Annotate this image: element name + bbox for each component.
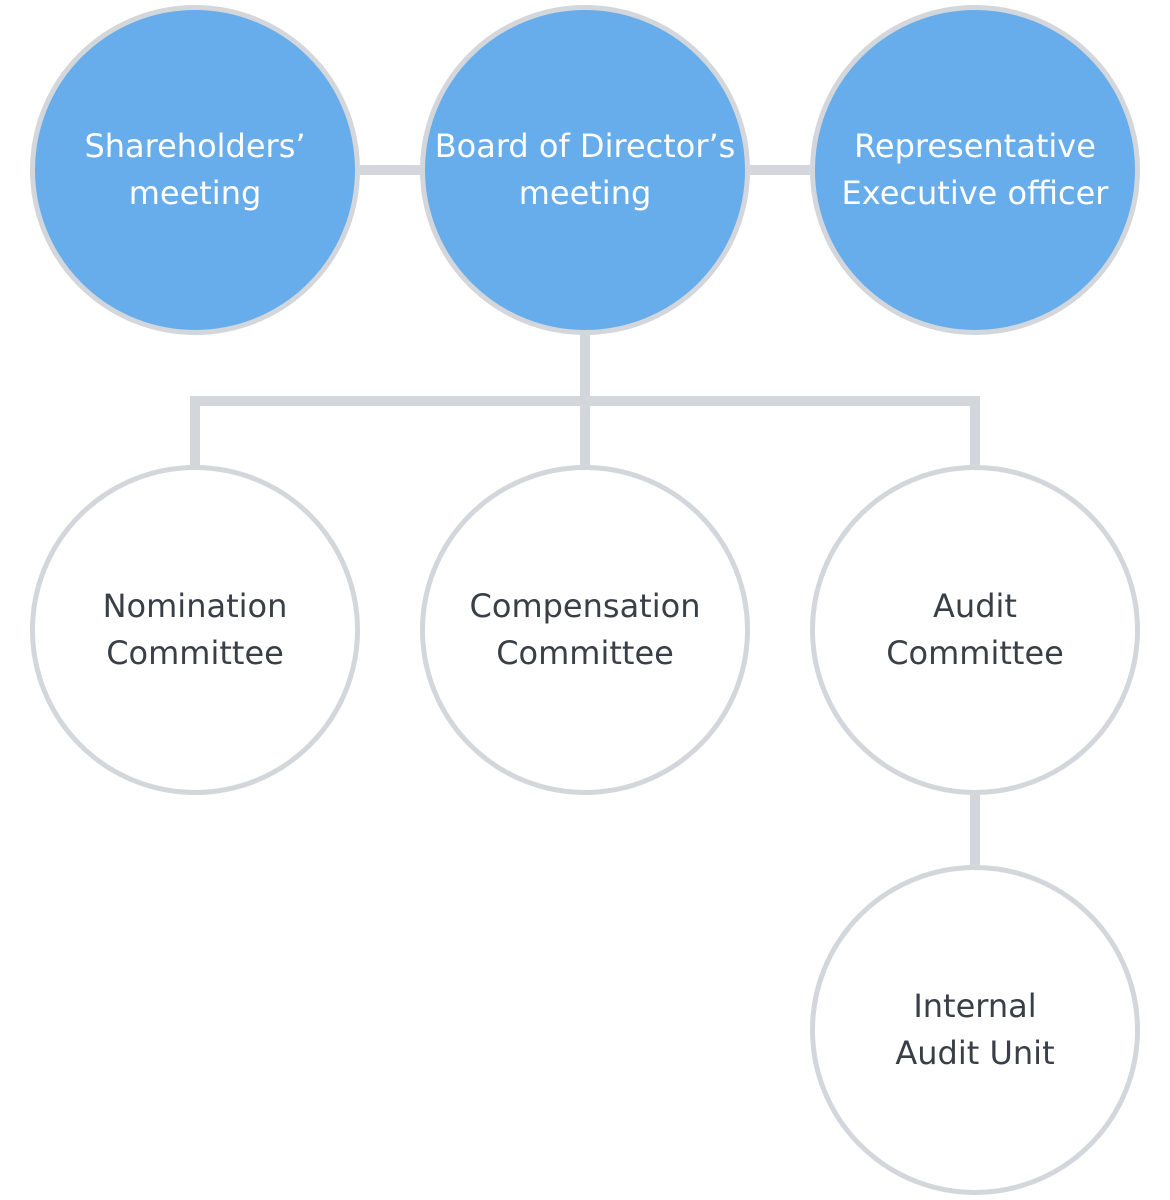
compensation-label-line2: Committee bbox=[496, 634, 674, 672]
shareholders-meeting-node: Shareholders’ meeting bbox=[30, 5, 360, 335]
connector-committees-bus bbox=[190, 396, 980, 406]
connector-bus-nomination bbox=[190, 396, 200, 465]
board-of-directors-meeting-node: Board of Director’s meeting bbox=[420, 5, 750, 335]
compensation-label-line1: Compensation bbox=[469, 587, 701, 625]
representative-label-line1: Representative bbox=[854, 127, 1096, 165]
board-meeting-label-line1: Board of Director’s bbox=[434, 127, 736, 165]
nomination-label-line1: Nomination bbox=[102, 587, 288, 625]
compensation-committee-node: Compensation Committee bbox=[420, 465, 750, 795]
connector-bus-audit bbox=[970, 396, 980, 465]
connector-audit-internal-audit bbox=[970, 795, 980, 865]
shareholders-meeting-label-line2: meeting bbox=[128, 174, 262, 212]
nomination-committee-node: Nomination Committee bbox=[30, 465, 360, 795]
connector-shareholders-board bbox=[360, 165, 420, 175]
audit-label-line2: Committee bbox=[886, 634, 1064, 672]
audit-label-line1: Audit bbox=[933, 587, 1017, 625]
shareholders-meeting-label-line1: Shareholders’ bbox=[84, 127, 306, 165]
nomination-label-line2: Committee bbox=[106, 634, 284, 672]
connector-board-representative bbox=[750, 165, 810, 175]
representative-executive-officer-node: Representative Executive officer bbox=[810, 5, 1140, 335]
internal-audit-label-line1: Internal bbox=[913, 987, 1037, 1025]
internal-audit-unit-node: Internal Audit Unit bbox=[810, 865, 1140, 1195]
board-meeting-label-line2: meeting bbox=[518, 174, 652, 212]
representative-label-line2: Executive officer bbox=[841, 174, 1109, 212]
audit-committee-node: Audit Committee bbox=[810, 465, 1140, 795]
internal-audit-label-line2: Audit Unit bbox=[895, 1034, 1055, 1072]
